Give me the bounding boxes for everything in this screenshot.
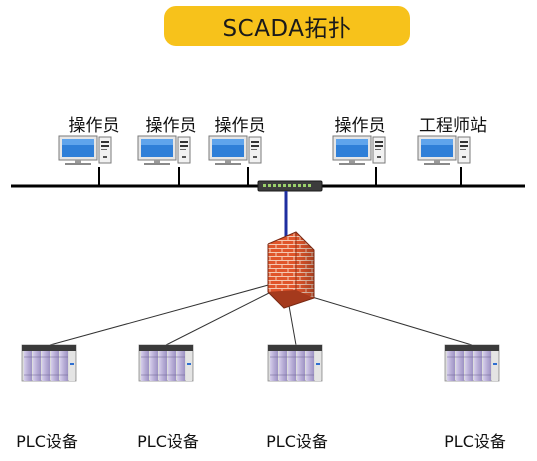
workstation-5 xyxy=(417,135,471,166)
plc-label: PLC设备 xyxy=(444,432,506,451)
network-switch-icon xyxy=(257,180,323,192)
plc-label: PLC设备 xyxy=(266,432,328,451)
workstation-4 xyxy=(332,135,386,166)
workstation-drops xyxy=(98,167,462,186)
workstation-2 xyxy=(137,135,191,166)
plc-rack-icon xyxy=(267,344,323,382)
workstation-label: 操作员 xyxy=(68,116,120,136)
plc-rack-icon xyxy=(138,344,194,382)
workstation-label: 操作员 xyxy=(145,116,197,136)
plc-label: PLC设备 xyxy=(137,432,199,451)
diagram-title: SCADA拓扑 xyxy=(222,16,352,42)
plc-device-1 xyxy=(21,344,77,382)
plc-device-2 xyxy=(138,344,194,382)
plc-label: PLC设备 xyxy=(16,432,78,451)
plc-rack-icon xyxy=(21,344,77,382)
workstation-label: 操作员 xyxy=(334,116,386,136)
desktop-computer-icon xyxy=(332,135,386,166)
plc-device-4 xyxy=(444,344,500,382)
firewall-icon xyxy=(267,231,315,309)
desktop-computer-icon xyxy=(137,135,191,166)
desktop-computer-icon xyxy=(417,135,471,166)
desktop-computer-icon xyxy=(58,135,112,166)
title-banner: SCADA拓扑 xyxy=(164,6,410,46)
plc-links xyxy=(49,283,473,346)
plc-device-3 xyxy=(267,344,323,382)
workstation-label: 操作员 xyxy=(214,116,266,136)
plc-rack-icon xyxy=(444,344,500,382)
desktop-computer-icon xyxy=(208,135,262,166)
workstation-3 xyxy=(208,135,262,166)
workstation-1 xyxy=(58,135,112,166)
workstation-label: 工程师站 xyxy=(419,116,487,136)
